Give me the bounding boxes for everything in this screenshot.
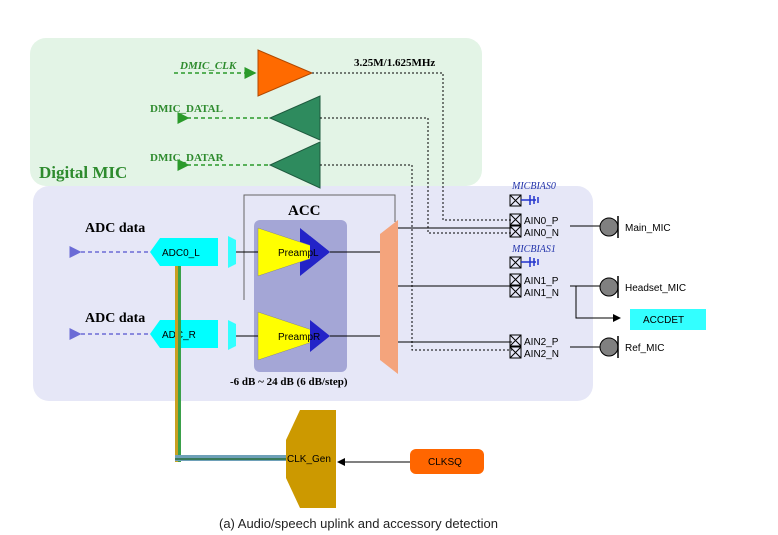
ain2-n-label: AIN2_N (524, 349, 559, 360)
adc0-l-block (150, 238, 218, 266)
ain0-n-switch (509, 225, 522, 238)
micbias1-switch-x (509, 256, 522, 269)
ain2-n-switch (509, 346, 522, 359)
ain0-p-switch-x (509, 213, 522, 226)
ref-mic-icon (599, 336, 619, 358)
ain1-p-label: AIN1_P (524, 276, 559, 287)
ain2-p-switch-x (509, 334, 522, 347)
clk-line (312, 72, 512, 221)
figure-caption: (a) Audio/speech uplink and accessory de… (219, 516, 498, 531)
micbias0-ground-icon (521, 195, 539, 205)
input-mux (380, 220, 398, 374)
ain0-p-switch (509, 213, 522, 226)
clock-bus-horizontal-2 (175, 458, 287, 460)
adc0-l-label: ADC0_L (162, 248, 200, 259)
ain1-n-switch (509, 285, 522, 298)
acc-title: ACC (288, 203, 321, 219)
accdet-block (630, 309, 706, 330)
adcr-input-shape (228, 320, 236, 350)
datar-line (320, 164, 512, 351)
ain1-to-accdet (575, 286, 621, 322)
ain2-p-switch (509, 334, 522, 347)
gain-range-label: -6 dB ~ 24 dB (6 dB/step) (230, 376, 348, 388)
preamp-r-tip (310, 320, 330, 352)
preamp-l-label: PreampL (278, 248, 319, 259)
preamp-l-tip-overlay (310, 236, 330, 268)
ref-mic-label: Ref_MIC (625, 343, 664, 354)
clksq-block (410, 449, 484, 474)
ain2-p-label: AIN2_P (524, 337, 559, 348)
clk-gen-block (286, 410, 336, 508)
preamp-r-label: PreampR (278, 332, 320, 343)
micbias0-label: MICBIAS0 (511, 181, 556, 192)
acc-top-loop (243, 194, 396, 300)
digital-mic-title: Digital MIC (39, 163, 127, 182)
headset-mic-icon (599, 276, 619, 298)
clksq-label: CLKSQ (428, 457, 462, 468)
micbias1-label: MICBIAS1 (511, 244, 556, 255)
adc-r-block (150, 320, 218, 348)
clock-bus-vertical-2 (178, 266, 181, 462)
ain0-n-label: AIN0_N (524, 228, 559, 239)
ain1-n-label: AIN1_N (524, 288, 559, 299)
adc-data-label-2: ADC data (85, 311, 145, 326)
digital-mic-region (30, 38, 482, 186)
dmic-datar-label: DMIC_DATAR (150, 152, 225, 164)
clk-gen-label: CLK_Gen (287, 454, 331, 465)
datal-line (320, 117, 512, 234)
clk-freq-label: 3.25M/1.625MHz (354, 57, 435, 69)
accdet-label: ACCDET (643, 315, 684, 326)
adc0-input-shape (228, 236, 236, 268)
dmic-clk-label: DMIC_CLK (179, 60, 237, 72)
ain1-p-switch (509, 273, 522, 286)
micbias0-switch-x (509, 194, 522, 207)
ain1-n-switch-x (509, 285, 522, 298)
ain1-p-switch-x (509, 273, 522, 286)
micbias1-ground-icon (521, 257, 539, 267)
dmic-datal-label: DMIC_DATAL (150, 103, 223, 115)
headset-mic-label: Headset_MIC (625, 283, 686, 294)
ain0-p-label: AIN0_P (524, 216, 559, 227)
main-mic-icon (599, 216, 619, 238)
main-mic-label: Main_MIC (625, 223, 671, 234)
adc-data-label-1: ADC data (85, 221, 145, 236)
dmic-clk-amp (257, 49, 314, 97)
ain0-n-switch-x (509, 225, 522, 238)
ain2-n-switch-x (509, 346, 522, 359)
